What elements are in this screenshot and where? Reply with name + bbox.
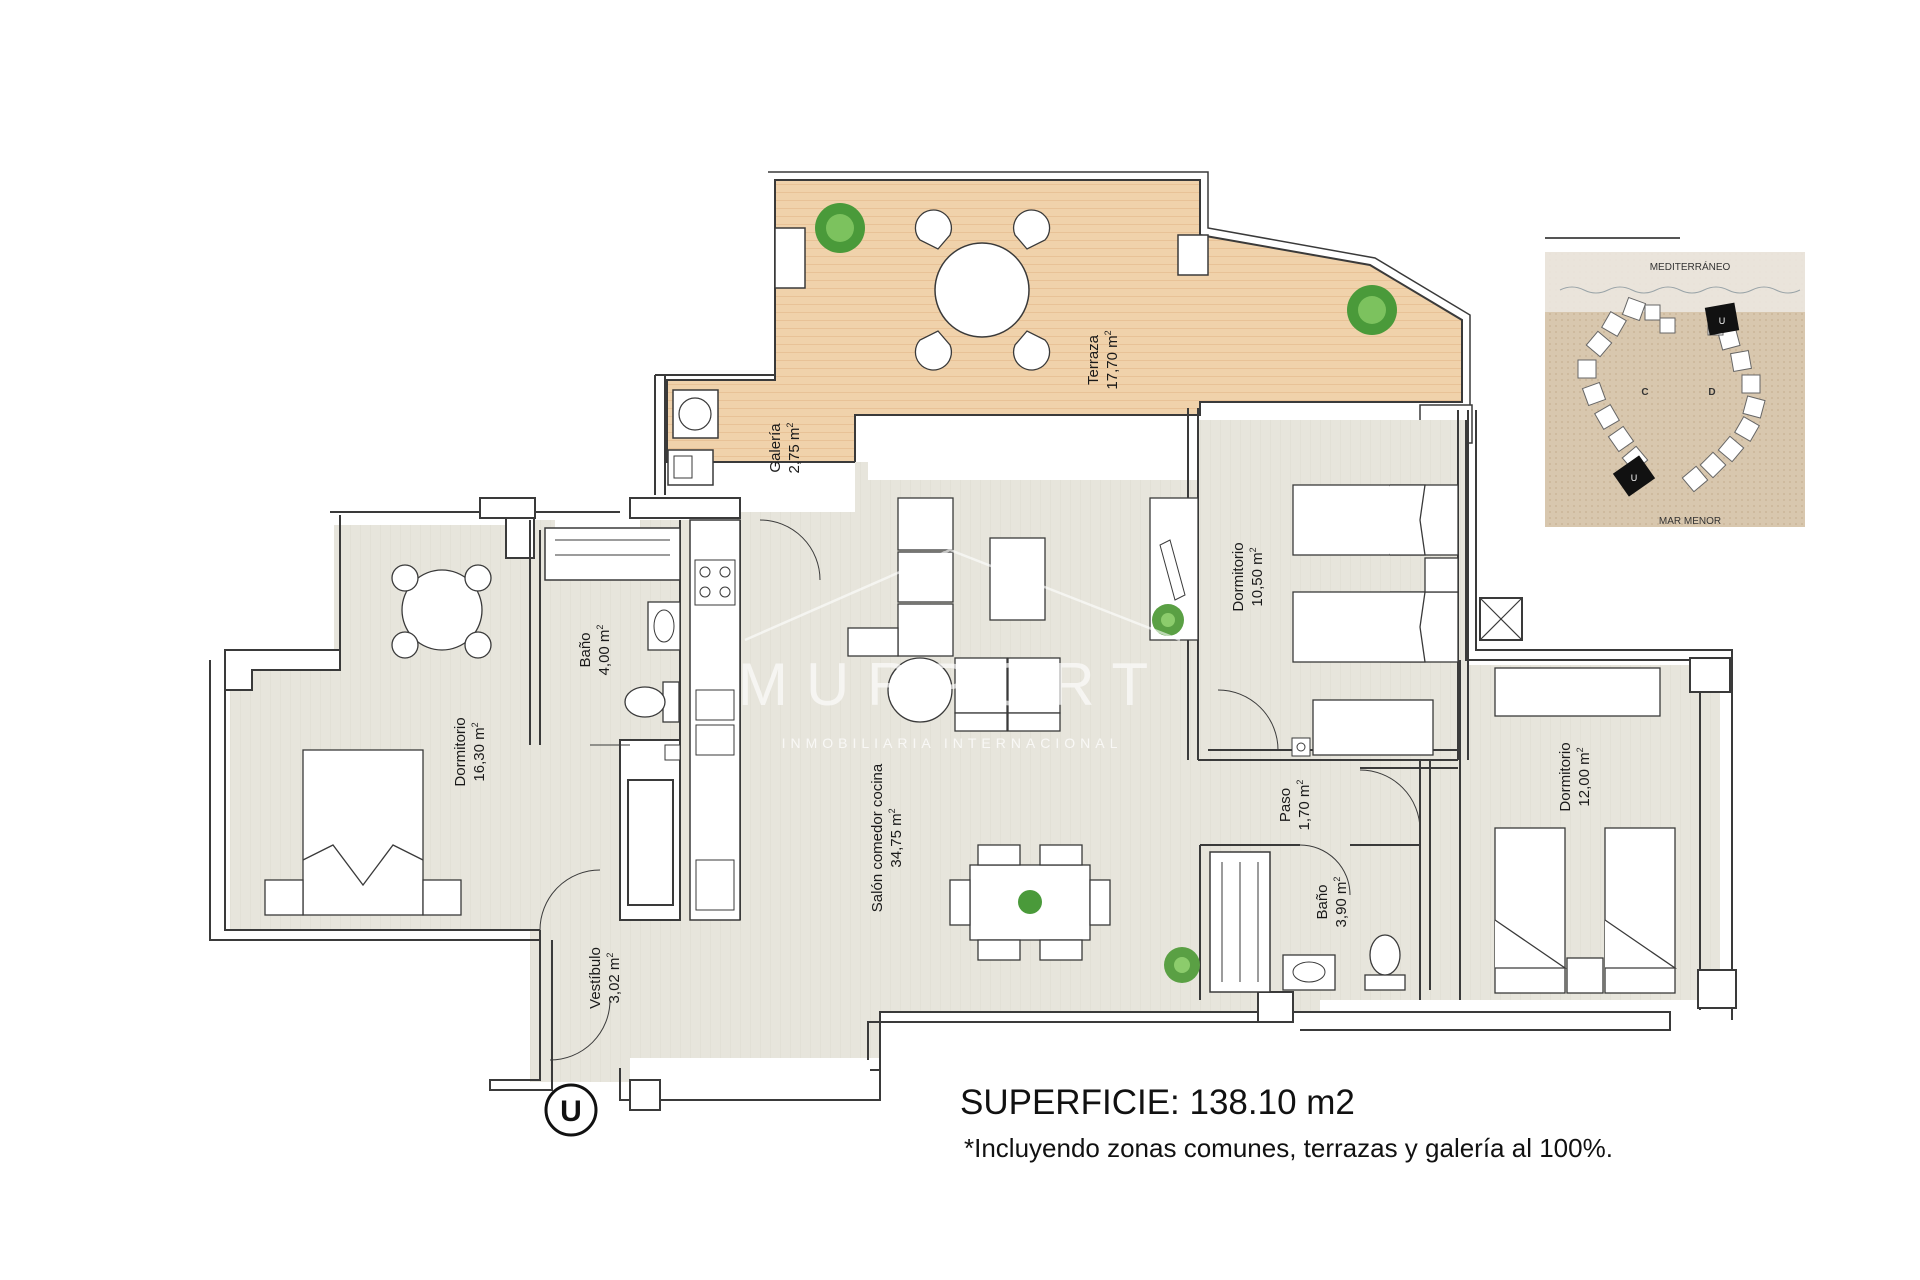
room-area: 34,75 m2 [887,808,905,867]
terrace-table [914,209,1051,371]
single-bed [1292,591,1459,663]
key-map-waves [1559,286,1801,294]
double-bed [264,749,462,916]
room-area: 1,70 m2 [1295,780,1313,831]
room-name: Vestíbulo [587,947,604,1009]
room-name: Dormitorio [452,717,469,786]
plant-icon [1018,890,1042,914]
interior-floor [230,420,1720,1082]
room-label-dormitorio-1: Dormitorio 16,30 m2 [452,717,488,786]
key-map-block-d-label: D [1708,387,1715,398]
room-label-terraza: Terraza 17,70 m2 [1085,330,1121,389]
room-area: 16,30 m2 [470,722,488,781]
svg-text:U: U [1631,473,1638,483]
surface-note: *Incluyendo zonas comunes, terrazas y ga… [964,1133,1613,1163]
watermark-brand: MURPORT [738,651,1166,718]
unit-marker-letter: U [560,1095,582,1128]
shower-tray [1209,851,1271,993]
room-area: 3,02 m2 [605,953,623,1004]
room-area: 12,00 m2 [1575,747,1593,806]
round-pouf [887,657,953,723]
room-name: Baño [577,632,594,667]
key-map-unit-highlight: U [1704,302,1740,336]
wardrobe [1494,667,1661,717]
room-name: Paso [1277,788,1294,822]
room-area: 4,00 m2 [595,625,613,676]
door-swings [539,519,1421,1061]
kitchen-counter [664,519,741,921]
room-name: Salón comedor cocina [869,763,886,912]
key-map: MEDITERRÁNEO MAR MENOR [1545,237,1805,527]
exterior-walls [209,374,1737,1111]
room-area: 17,70 m2 [1103,330,1121,389]
room-name: Dormitorio [1557,742,1574,811]
toilet [1364,934,1406,991]
watermark-tagline: INMOBILIARIA INTERNACIONAL [782,735,1123,751]
plant-icon [1347,285,1397,335]
nightstand [1424,557,1459,593]
single-bed [1494,827,1568,994]
room-name: Baño [1314,884,1331,919]
room-area: 2,75 m2 [785,423,803,474]
room-area: 10,50 m2 [1248,547,1266,606]
room-name: Dormitorio [1230,542,1247,611]
watermark: MURPORT INMOBILIARIA INTERNACIONAL [738,548,1181,751]
bedroom1-table [391,564,492,659]
nightstand [1566,957,1604,994]
key-map-block-c-label: C [1641,387,1648,398]
room-name: Terraza [1085,334,1102,385]
coffee-table [989,537,1046,621]
single-bed [1604,827,1678,994]
key-map-unit-highlight: U [1612,455,1656,497]
plant-icon [815,203,865,253]
utility-sink [667,449,714,486]
room-label-paso: Paso 1,70 m2 [1277,780,1313,831]
svg-text:U: U [1719,316,1726,326]
single-bed [1292,484,1459,556]
shower-tray [544,527,681,581]
key-map-top-label: MEDITERRÁNEO [1650,260,1731,273]
dining-table [949,844,1111,961]
sofa [847,497,1061,732]
room-label-bano-2: Baño 3,90 m2 [1314,877,1350,928]
room-label-dormitorio-2: Dormitorio 10,50 m2 [1230,542,1266,611]
plant-icon [1164,947,1200,983]
wardrobe [1291,699,1434,757]
room-label-vestibulo: Vestíbulo 3,02 m2 [587,947,623,1009]
room-name: Galería [767,423,784,473]
unit-marker-icon: U [544,1083,598,1137]
key-map-bottom-label: MAR MENOR [1659,516,1721,527]
room-label-dormitorio-3: Dormitorio 12,00 m2 [1557,742,1593,811]
room-label-galeria: Galería 2,75 m2 [767,423,803,474]
washbasin [647,601,681,651]
key-map-sea [1545,252,1805,312]
washbasin [1282,954,1336,991]
room-label-salon: Salón comedor cocina 34,75 m2 [869,763,905,912]
washing-machine [672,389,719,439]
room-label-bano-1: Baño 4,00 m2 [577,625,613,676]
surface-total: SUPERFICIE: 138.10 m2 [960,1083,1355,1122]
plant-icon [1152,604,1184,636]
room-area: 3,90 m2 [1332,877,1350,928]
toilet [624,681,680,723]
